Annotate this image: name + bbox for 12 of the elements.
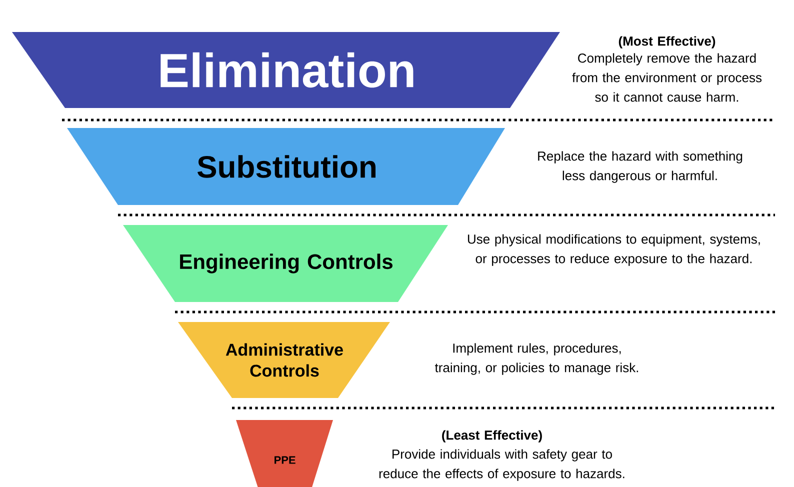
effectiveness-label: (Least Effective) (442, 430, 542, 442)
funnel-segment: Engineering Controls (123, 225, 448, 302)
description-text: Use physical modifications to equipment, systems, or processes to reduce exposure to the hazard. (468, 234, 760, 266)
funnel-segment: Substitution (67, 128, 505, 205)
description-text: Provide individuals with safety gear to reduce the effects of exposure to hazards. (379, 449, 624, 481)
description-text: Replace the hazard with something less dangerous or harmful. (538, 151, 742, 183)
description-text: Completely remove the hazard from the environment or process so it cannot cause harm. (572, 53, 762, 102)
funnel-segment: Administrative Controls (178, 322, 390, 398)
description-text: Implement rules, procedures, training, or policies to manage risk. (434, 343, 638, 375)
effectiveness-label: (Most Effective) (618, 36, 716, 48)
funnel-segment: PPE (236, 420, 333, 487)
funnel-segment: Elimination (12, 32, 560, 108)
